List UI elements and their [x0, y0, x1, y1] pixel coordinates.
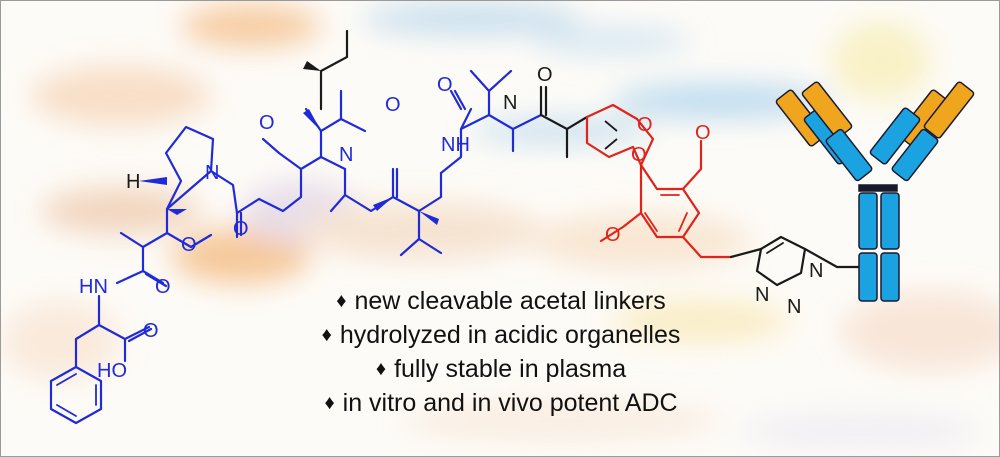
atom-o-methoxy-aryl-1: O — [695, 122, 711, 144]
atom-labels: H N O O O O HN O HO N O NH O N O O O O O… — [79, 64, 823, 382]
atom-o-carbonyl-4: O — [437, 74, 453, 96]
atom-n-triazole-1: N — [809, 260, 823, 282]
dioxane-ring — [585, 103, 733, 259]
key-point-2: ♦ hydrolyzed in acidic organelles — [251, 318, 751, 352]
atom-n-amide-1: N — [339, 144, 353, 166]
atom-n-pyrrolidine: N — [205, 162, 219, 184]
diamond-bullet-icon: ♦ — [375, 358, 387, 380]
atom-o-dioxane-2: O — [631, 144, 647, 166]
atom-o-methoxy-aryl-2: O — [605, 224, 621, 246]
stereo-wedges — [139, 109, 439, 225]
atom-ho: HO — [97, 360, 127, 382]
key-points-list: ♦ new cleavable acetal linkers ♦ hydrolyze… — [251, 284, 751, 420]
methyl-wedge — [303, 61, 321, 71]
key-point-4: ♦ in vitro and in vivo potent ADC — [251, 386, 751, 420]
atom-n-triazole-2: N — [755, 284, 769, 306]
atom-o-methoxy-1: O — [259, 112, 275, 134]
atom-n-amide-2: N — [503, 92, 517, 114]
key-point-text: fully stable in plasma — [394, 355, 627, 383]
key-point-text: in vitro and in vivo potent ADC — [342, 389, 678, 417]
diamond-bullet-icon: ♦ — [321, 324, 332, 346]
atom-o-dioxane-1: O — [637, 114, 653, 136]
atom-o-carbonyl-1: O — [233, 218, 249, 240]
acetal-linker — [539, 85, 589, 159]
key-point-text: hydrolyzed in acidic organelles — [339, 321, 681, 349]
atom-hn: HN — [79, 276, 108, 298]
key-point-1: ♦ new cleavable acetal linkers — [251, 284, 751, 318]
watercolor-background — [1, 3, 999, 449]
atom-o-acid: O — [143, 320, 159, 342]
key-point-text: new cleavable acetal linkers — [354, 287, 666, 315]
diamond-bullet-icon: ♦ — [324, 392, 335, 414]
atom-h: H — [126, 171, 140, 193]
atom-o-methoxy-2: O — [181, 234, 197, 256]
atom-o-carbonyl-2: O — [155, 276, 171, 298]
diamond-bullet-icon: ♦ — [336, 290, 347, 312]
atom-o-linker-carbonyl: O — [537, 64, 553, 86]
key-point-3: ♦ fully stable in plasma — [251, 352, 751, 386]
atom-nh: NH — [441, 134, 470, 156]
atom-n-triazole-3: N — [787, 296, 801, 318]
antibody-icon — [775, 81, 975, 302]
triazole-ring — [729, 235, 861, 287]
atom-o-carbonyl-3: O — [385, 94, 401, 116]
